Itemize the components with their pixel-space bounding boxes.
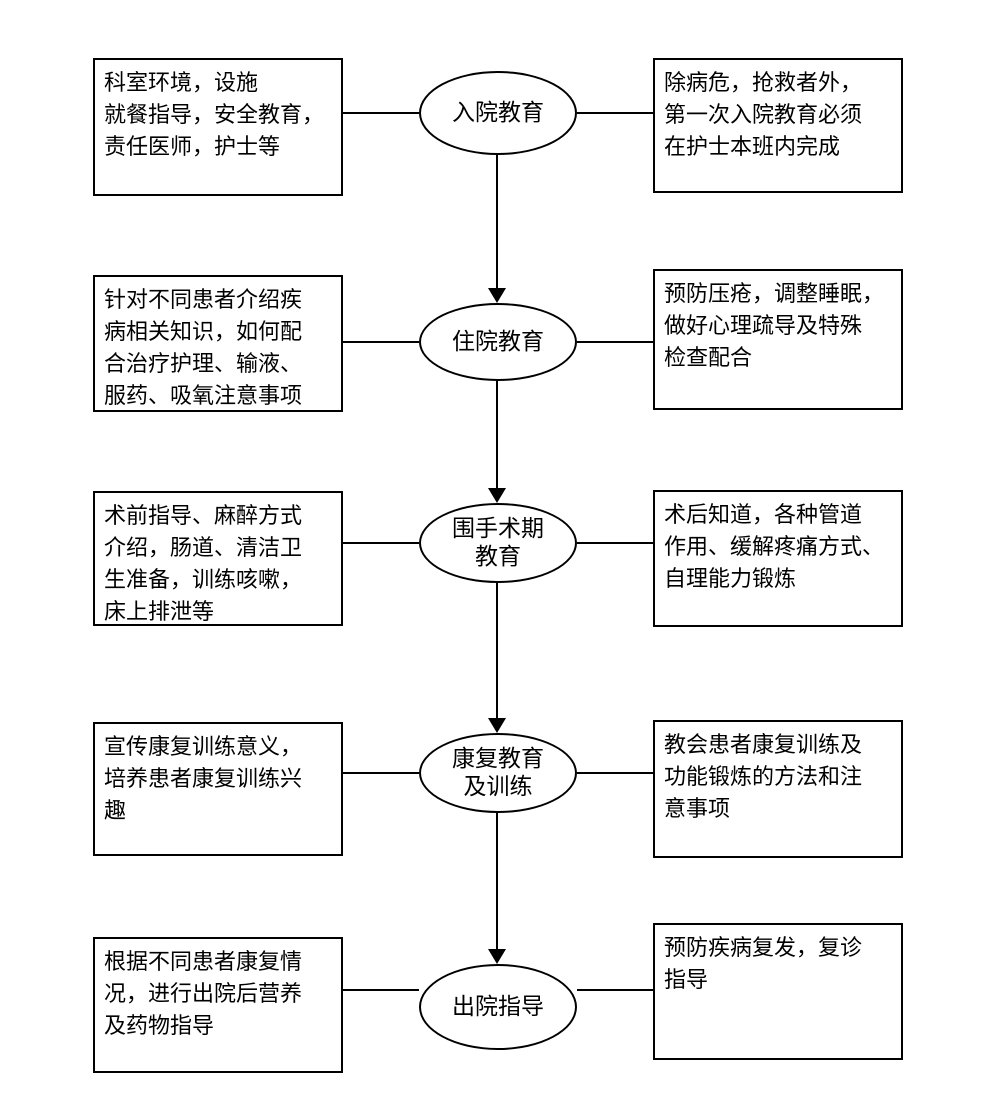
arrow-down-icon [488,488,506,503]
note-box-left-1: 科室环境，设施 就餐指导，安全教育， 责任医师，护士等 [93,58,343,196]
stage-ellipse-perioperative-education: 围手术期 教育 [419,503,577,583]
arrow-down-icon [488,949,506,964]
flow-arrow-line-1 [496,155,498,289]
note-box-right-4: 教会患者康复训练及 功能锻炼的方法和注 意事项 [653,720,903,858]
flow-arrow-line-2 [496,381,498,489]
flow-arrow-line-3 [496,583,498,719]
stage-ellipse-inpatient-education: 住院教育 [419,303,577,381]
connector-line-right-4 [577,772,653,774]
note-box-left-5: 根据不同患者康复情 况，进行出院后营养 及药物指导 [93,937,343,1073]
connector-line-left-5 [341,989,419,991]
connector-line-left-2 [341,341,419,343]
note-box-right-5: 预防疾病复发，复诊 指导 [653,923,903,1060]
note-box-right-1: 除病危，抢救者外， 第一次入院教育必须 在护士本班内完成 [653,58,903,193]
arrow-down-icon [488,718,506,733]
connector-line-left-1 [341,112,419,114]
note-box-left-3: 术前指导、麻醉方式 介绍，肠道、清洁卫 生准备，训练咳嗽， 床上排泄等 [93,491,343,626]
stage-ellipse-admission-education: 入院教育 [419,71,577,155]
stage-ellipse-rehab-education: 康复教育 及训练 [419,733,577,813]
note-box-right-3: 术后知道，各种管道 作用、缓解疼痛方式、 自理能力锻炼 [653,490,903,627]
note-box-right-2: 预防压疮，调整睡眠， 做好心理疏导及特殊 检查配合 [653,269,903,410]
stage-ellipse-discharge-guidance: 出院指导 [419,964,577,1050]
connector-line-right-5 [577,989,653,991]
flow-arrow-line-4 [496,813,498,950]
connector-line-left-4 [341,772,419,774]
connector-line-left-3 [341,542,419,544]
note-box-left-4: 宣传康复训练意义， 培养患者康复训练兴 趣 [93,722,343,856]
connector-line-right-1 [577,112,653,114]
connector-line-right-3 [577,542,653,544]
arrow-down-icon [488,288,506,303]
connector-line-right-2 [577,341,653,343]
note-box-left-2: 针对不同患者介绍疾 病相关知识，如何配 合治疗护理、输液、 服药、吸氧注意事项 [93,275,343,412]
